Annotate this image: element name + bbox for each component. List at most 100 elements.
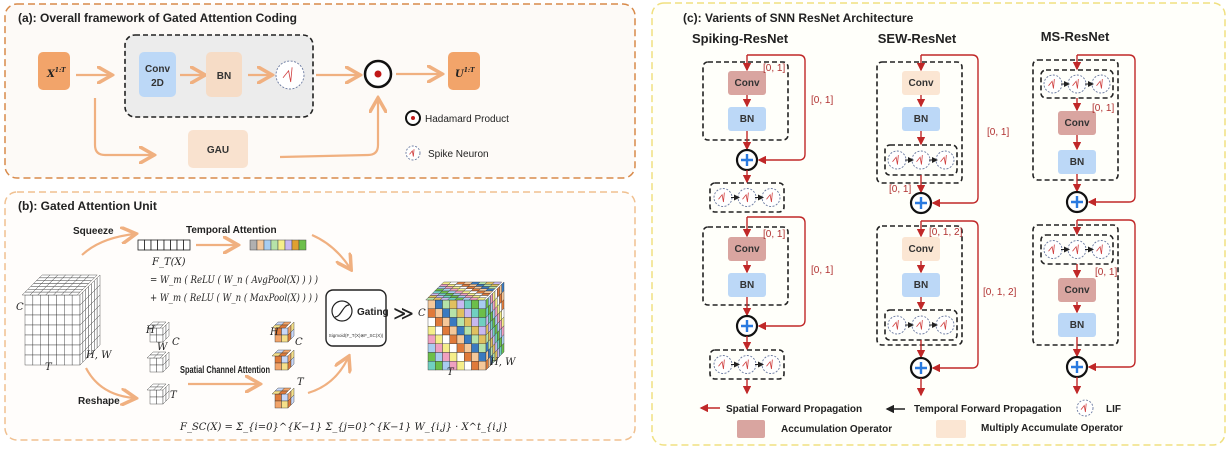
reshaped-cubes [146,321,170,405]
spike-trace [1096,244,1103,255]
cube-cell [24,294,34,306]
spike-trace [940,155,947,165]
cube-cell [48,314,57,326]
axis-hw: H, W [85,350,112,361]
axis-t: T [447,367,455,378]
cube-cell [153,324,164,329]
temporal-cell [150,239,158,251]
fsc-formula: F_SC(X) = Σ_{i=0}^{K−1} Σ_{j=0}^{K−1} W_… [179,422,508,433]
cube-cell [478,334,487,344]
cube-cell [48,344,57,356]
cube-cell [478,352,487,362]
lif-icon [1067,240,1087,259]
range-label: [0, 1, 2] [983,287,1017,298]
cube-cell [278,352,289,357]
cube-cell [290,394,295,406]
legend-acc-label: Accumulation Operator [781,424,892,435]
cube-cell [156,357,164,366]
cube-cell [56,294,65,306]
spike-trace [1048,79,1055,89]
cube-cell [71,354,81,366]
cube-cell [442,343,450,353]
spike-trace [892,320,899,330]
cube-cell [427,326,436,336]
cube-cell [48,294,57,306]
legend-temporal-label: Temporal Forward Propagation [914,404,1062,415]
cube-cell [149,396,157,405]
temporal-weight-cell [263,239,272,251]
range-label: [0, 1] [1092,103,1114,114]
residual-block [1032,59,1119,181]
cube-cell [64,314,73,326]
cube-cell [449,299,458,309]
cube-cell [478,317,487,327]
lif-icon [1091,74,1111,94]
bn-box-label: BN [740,280,754,291]
cube-cell [485,358,489,371]
cube-cell [64,294,73,306]
ft-formula-line-1: = W_m ( ReLU ( W_n ( AvgPool(X) ) ) ) [150,275,318,286]
spike-trace [409,149,415,157]
bn-box: BN [206,52,242,97]
cube-cell [471,308,479,318]
conv2d-label: Conv [145,64,170,75]
conv2d-box: Conv 2D [139,52,176,97]
cube-cell [40,294,49,306]
cube-cell [32,304,41,316]
cube-cell [71,334,81,346]
cube-cell [156,396,164,405]
panel-c-title: (c): Varients of SNN ResNet Architecture [683,11,914,25]
conv-box-label: Conv [1065,285,1090,296]
cube-cell [64,354,73,366]
cube-cell [274,355,282,364]
lif-icon [761,355,781,374]
cube-cell [456,326,465,336]
cube-cell [435,326,443,336]
conv-box-label: Conv [909,78,934,89]
spike-trace [1048,244,1055,255]
axis-w: W [157,342,168,353]
range-label: [0, 1] [811,95,833,106]
axis-t: T [45,362,53,373]
column-spiking-resnet: Spiking-ResNet [692,31,789,46]
lif-icon [1067,74,1087,94]
bn-box-label: BN [740,114,754,125]
cube-cell [435,343,443,353]
column-ms-resnet: MS-ResNet [1041,29,1110,44]
cube-cell [156,389,164,398]
cube-cell [274,393,282,402]
spike-trace [718,192,725,203]
bn-box [902,107,940,131]
cube-cell [56,314,65,326]
legend-hadamard-label: Hadamard Product [425,114,509,125]
cube-cell [32,354,41,366]
temporal-weight-cell [256,239,265,251]
lif-icon [1091,240,1111,259]
panel-b-border [4,191,636,441]
bn-box [902,273,940,297]
cube-cell [278,390,289,395]
spike-trace [916,320,923,330]
cube-cell [71,304,81,316]
axis-t: T [170,390,178,401]
cube-cell [24,314,34,326]
cube-cell [281,362,289,371]
temporal-cell [163,239,171,251]
cube-cell [149,364,157,373]
cube-cell [478,343,487,353]
legend-spike-label: Spike Neuron [428,149,489,160]
arrow [81,234,134,256]
cube-cell [478,299,487,309]
cube-cell [442,317,450,327]
bn-box-label: BN [914,114,928,125]
lif-icon [911,150,931,170]
panel-a-title: (a): Overall framework of Gated Attentio… [18,11,297,25]
skip-connection [747,216,806,331]
cube-cell [471,326,479,336]
lif-icon [1043,74,1063,94]
spike-trace [1096,79,1103,89]
input-label: X [46,69,56,80]
panel-a-border [4,3,636,179]
output-sup: 1:T [464,67,475,74]
spike-trace [916,155,923,165]
